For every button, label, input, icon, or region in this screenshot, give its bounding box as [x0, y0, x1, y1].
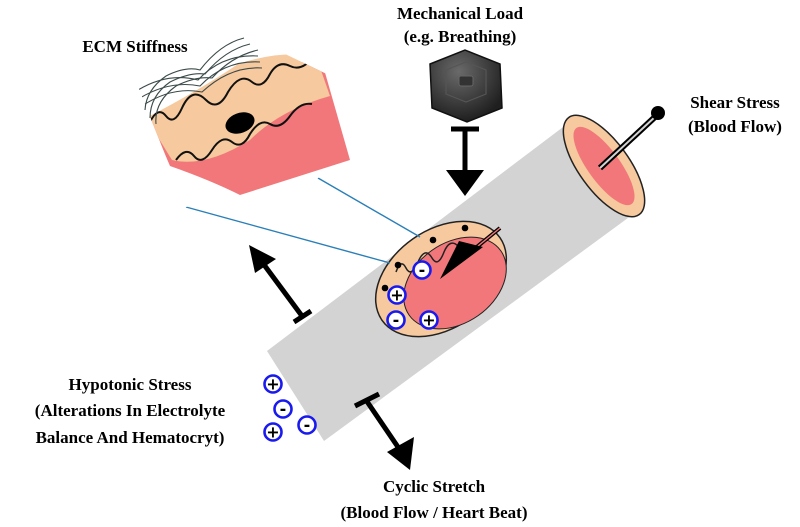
nucleus-dot: [394, 261, 402, 269]
cross-section-lumen: [403, 236, 507, 330]
ecm-fiber: [139, 61, 261, 99]
cross-section-cell-boundary: [395, 242, 459, 273]
ion-sign: +: [266, 375, 279, 394]
shear-stress-sublabel: (Blood Flow): [688, 117, 782, 136]
hypotonic-stress-sublabel-1: (Alterations In Electrolyte: [35, 401, 226, 420]
inset-nucleus: [225, 112, 255, 134]
mechanical-load-label: Mechanical Load: [397, 4, 524, 23]
shear-stress-label: Shear Stress: [690, 93, 780, 112]
cyclic-stretch-label: Cyclic Stretch: [383, 477, 486, 496]
ion-marker: +: [419, 310, 439, 330]
ecm-fiber: [155, 49, 259, 125]
ecm-fiber: [141, 67, 263, 107]
cyclic-stretch-arrow: [353, 391, 414, 470]
ion-sign: -: [280, 400, 287, 419]
ion-marker: -: [386, 310, 406, 330]
ion-sign: +: [390, 286, 403, 305]
ecm-fiber: [149, 43, 251, 119]
ion-marker: -: [273, 399, 293, 419]
ion-marker: +: [263, 374, 283, 394]
inset-cell-edge-top: [149, 55, 315, 123]
hypotonic-stress-sublabel-2: Balance And Hematocryt): [36, 428, 225, 447]
hypotonic-stress-label: Hypotonic Stress: [69, 375, 192, 394]
cyclic-stretch-sublabel: (Blood Flow / Heart Beat): [341, 503, 528, 522]
ecm-stiffness-label: ECM Stiffness: [82, 37, 188, 56]
vessel-cross-section: [374, 220, 508, 338]
ion-marker: +: [387, 285, 407, 305]
ion-marker: -: [297, 415, 317, 435]
inset-connector: [317, 177, 421, 238]
ion-sign: -: [393, 311, 400, 330]
probe-tip: [651, 106, 665, 120]
inset-connector: [185, 206, 391, 264]
nucleus-dot: [429, 236, 437, 244]
ion-sign: +: [422, 311, 435, 330]
ion-marker: -: [412, 260, 432, 280]
nucleus-dot: [461, 224, 469, 232]
inset-cell-edge-bottom: [175, 102, 313, 161]
shear-stress-probe: [597, 106, 665, 171]
nucleus-dot: [381, 284, 389, 292]
ecm-fiber: [144, 37, 245, 111]
shear-arrowhead: [440, 241, 483, 279]
outward-arrowhead: [249, 245, 276, 273]
ion-sign: -: [419, 261, 426, 280]
ion-sign: +: [266, 423, 279, 442]
mechanical-load-sublabel: (e.g. Breathing): [404, 27, 517, 46]
load-arrowhead: [446, 170, 484, 196]
ion-sign: -: [304, 416, 311, 435]
mechanical-load-weight: [429, 49, 503, 123]
inset-cell: [146, 54, 330, 162]
ion-marker: +: [263, 422, 283, 442]
cyclic-arrowhead: [387, 437, 414, 470]
outward-arrow: [249, 245, 313, 325]
load-arrow: [446, 126, 484, 196]
ecm-inset: [137, 37, 421, 264]
